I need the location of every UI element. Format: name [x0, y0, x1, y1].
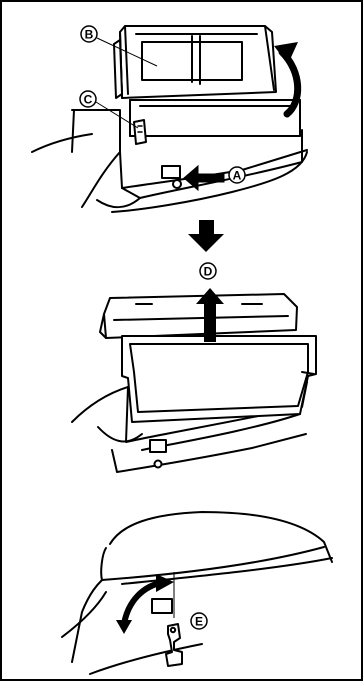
callout-d: D — [200, 263, 216, 279]
key-lock — [152, 599, 172, 613]
svg-text:C: C — [84, 93, 93, 107]
callout-e: E — [191, 613, 207, 629]
armrest-closed — [110, 512, 332, 562]
step-arrow-down — [188, 220, 224, 252]
console-body-1 — [32, 110, 122, 207]
key — [166, 624, 182, 666]
svg-text:B: B — [85, 28, 94, 42]
panel-1 — [32, 26, 307, 212]
svg-text:A: A — [233, 169, 242, 183]
callout-a: A — [229, 167, 245, 183]
svg-text:D: D — [204, 265, 213, 279]
svg-text:E: E — [195, 615, 203, 629]
lock-button — [162, 166, 180, 178]
panel-3 — [62, 512, 332, 674]
panel-2 — [72, 294, 316, 472]
